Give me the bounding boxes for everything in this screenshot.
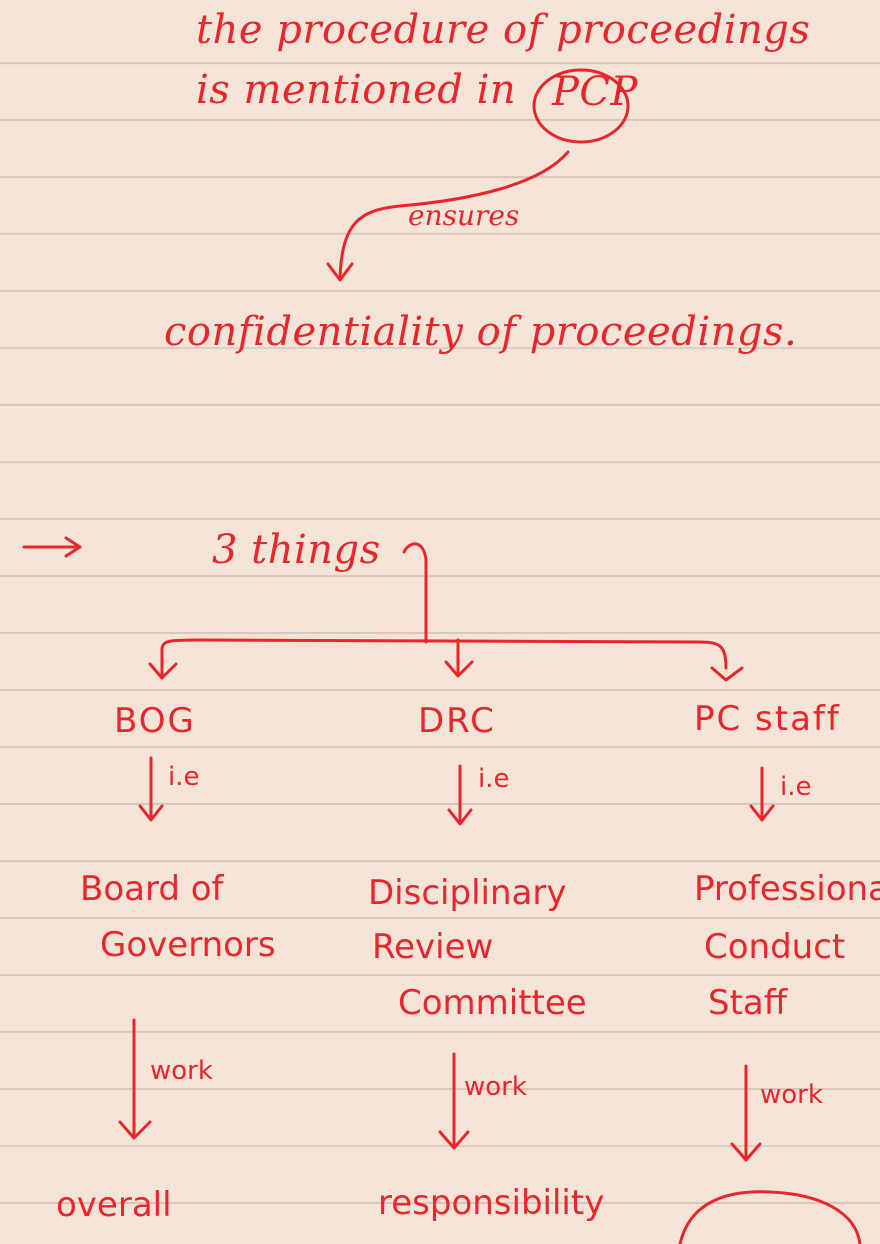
heading-connector [402, 542, 428, 644]
branch-left-arrowhead [148, 662, 178, 680]
tree-horizontal-connector [160, 638, 728, 670]
branch-right-arrowhead [710, 666, 744, 682]
work-arrowhead-pc-staff [730, 1142, 762, 1162]
margin-arrowhead [64, 536, 82, 558]
ensures-arrow-shaft [338, 150, 570, 280]
work-label-pc-staff: work [760, 1080, 823, 1110]
work-label-bog: work [150, 1056, 213, 1086]
note-line-1: the procedure of proceedings [196, 7, 811, 53]
full-name-pc-line-3: Staff [708, 983, 788, 1023]
branch-abbr-pc-staff: PC staff [694, 699, 841, 739]
ie-label-pc-staff: i.e [780, 772, 812, 802]
pcp-circle [532, 68, 630, 144]
result-drc: responsibility [378, 1183, 605, 1223]
full-name-drc-line-1: Disciplinary [368, 873, 567, 913]
ie-arrowhead-pc-staff [749, 804, 775, 822]
ie-label-drc: i.e [478, 764, 510, 794]
result-bog: overall [56, 1185, 172, 1225]
branch-abbr-drc: DRC [418, 701, 496, 741]
branch-middle-arrowhead [444, 660, 474, 678]
ie-arrowhead-bog [138, 804, 164, 822]
full-name-drc-line-2: Review [372, 927, 494, 967]
work-label-drc: work [464, 1072, 527, 1102]
full-name-pc-line-1: Professional [694, 869, 880, 909]
work-arrowhead-drc [438, 1130, 470, 1150]
note-line-2: is mentioned in [196, 67, 517, 113]
full-name-bog-line-1: Board of [80, 869, 224, 909]
full-name-drc-line-3: Committee [398, 983, 587, 1023]
full-name-bog-line-2: Governors [100, 925, 276, 965]
full-name-pc-line-2: Conduct [704, 927, 846, 967]
note-line-3: confidentiality of proceedings. [164, 309, 798, 355]
ie-label-bog: i.e [168, 762, 200, 792]
tree-heading: 3 things [212, 527, 381, 573]
work-arrowhead-bog [118, 1120, 152, 1140]
ie-arrowhead-drc [447, 808, 473, 826]
bottom-right-circle [678, 1190, 862, 1244]
ensures-arrowhead [326, 262, 354, 282]
branch-abbr-bog: BOG [114, 701, 196, 741]
ensures-label: ensures [408, 199, 520, 232]
